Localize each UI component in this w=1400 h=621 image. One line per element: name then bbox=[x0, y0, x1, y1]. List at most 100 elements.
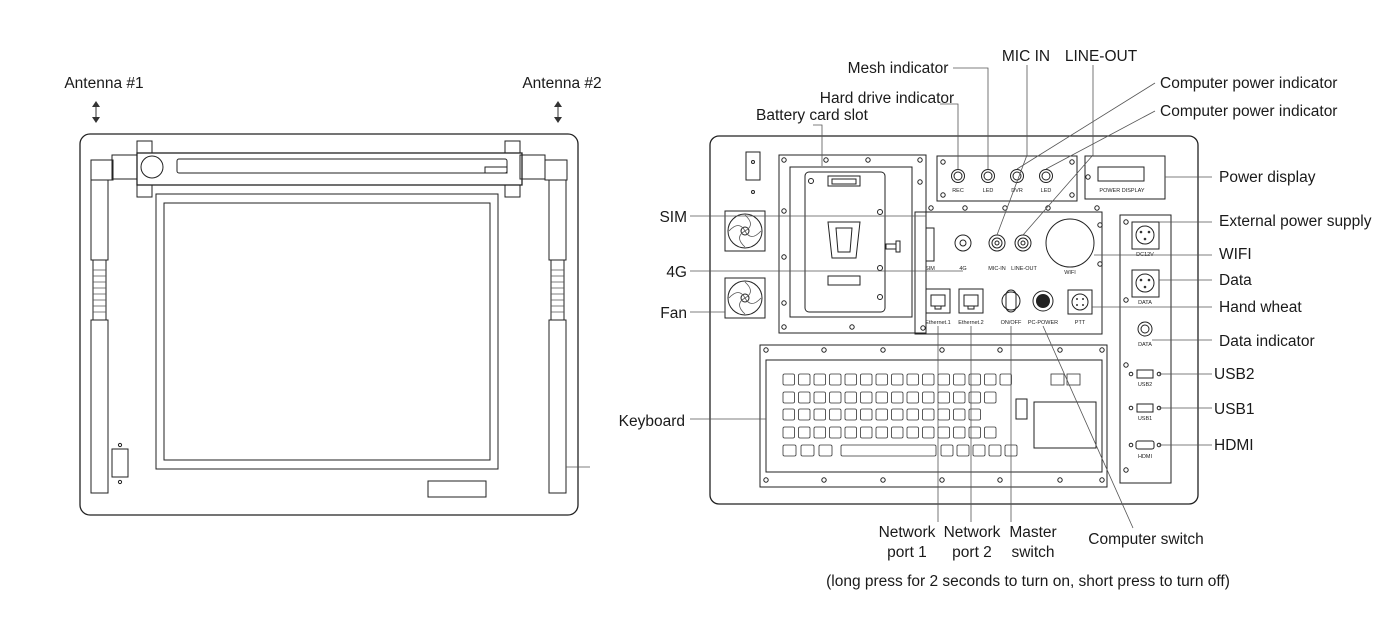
mic-in-jack bbox=[988, 234, 1006, 252]
panel-data: DATA bbox=[1138, 300, 1152, 306]
touchpad bbox=[1033, 401, 1097, 449]
screw bbox=[781, 254, 787, 260]
label-network-port-2-line1: Network bbox=[944, 524, 1001, 541]
screw bbox=[823, 157, 829, 163]
screw bbox=[939, 347, 945, 353]
antenna-2 bbox=[544, 159, 568, 494]
keyboard-key bbox=[891, 426, 904, 439]
panel-data-2: DATA bbox=[1138, 342, 1152, 348]
keyboard-key bbox=[968, 391, 981, 404]
mesh-indicator-led bbox=[981, 169, 995, 183]
label-power-note: (long press for 2 seconds to turn on, sh… bbox=[826, 573, 1230, 590]
screw bbox=[1057, 347, 1063, 353]
panel-rec: REC bbox=[952, 188, 964, 194]
keyboard-key bbox=[798, 391, 811, 404]
label-antenna-1: Antenna #1 bbox=[64, 75, 143, 92]
keyboard-key bbox=[829, 373, 842, 386]
label-battery-card-slot: Battery card slot bbox=[756, 107, 869, 124]
ethernet-port-2 bbox=[958, 288, 984, 314]
panel-line-out: LINE-OUT bbox=[1011, 266, 1037, 272]
keyboard-key bbox=[984, 391, 997, 404]
keyboard-key bbox=[891, 408, 904, 421]
screw bbox=[939, 477, 945, 483]
led-indicator bbox=[1039, 169, 1053, 183]
master-switch bbox=[1001, 289, 1021, 313]
screw bbox=[1099, 477, 1105, 483]
keyboard-key bbox=[860, 426, 873, 439]
keyboard-key bbox=[968, 426, 981, 439]
keyboard-key bbox=[937, 426, 950, 439]
indicator-panel bbox=[936, 155, 1078, 202]
screw bbox=[1094, 205, 1100, 211]
panel-usb1: USB1 bbox=[1138, 416, 1152, 422]
screw bbox=[781, 157, 787, 163]
fan-1 bbox=[724, 210, 766, 252]
power-display-panel bbox=[1084, 155, 1166, 200]
ethernet-port-1 bbox=[925, 288, 951, 314]
label-sim: SIM bbox=[659, 209, 687, 226]
ptt-connector bbox=[1067, 289, 1093, 315]
keyboard-key bbox=[953, 373, 966, 386]
screw bbox=[917, 157, 923, 163]
left-screen-bezel bbox=[155, 193, 499, 470]
label-computer-power-indicator-2: Computer power indicator bbox=[1160, 103, 1337, 120]
panel-led-1: LED bbox=[983, 188, 994, 194]
screw bbox=[1045, 205, 1051, 211]
label-mesh-indicator: Mesh indicator bbox=[848, 60, 949, 77]
screw bbox=[821, 347, 827, 353]
keyboard-key bbox=[798, 373, 811, 386]
screws bbox=[763, 157, 1129, 483]
label-wifi: WIFI bbox=[1219, 246, 1252, 263]
panel-ethernet-2: Ethernet.2 bbox=[958, 320, 983, 326]
wifi-antenna-port bbox=[1045, 218, 1095, 268]
screw bbox=[763, 347, 769, 353]
label-usb1: USB1 bbox=[1214, 401, 1255, 418]
keyboard-key bbox=[782, 408, 795, 421]
keyboard-key bbox=[844, 408, 857, 421]
panel-led-2: LED bbox=[1041, 188, 1052, 194]
keyboard-key bbox=[922, 408, 935, 421]
screw bbox=[763, 477, 769, 483]
keyboard-key bbox=[860, 373, 873, 386]
screw bbox=[865, 157, 871, 163]
antenna-2-arrow-icon bbox=[554, 101, 562, 123]
dc12v-connector bbox=[1131, 221, 1160, 250]
screw bbox=[1099, 347, 1105, 353]
screw bbox=[821, 477, 827, 483]
keyboard-panel bbox=[759, 344, 1108, 488]
keyboard-key bbox=[840, 444, 937, 457]
screw bbox=[940, 192, 946, 198]
keyboard-key bbox=[937, 408, 950, 421]
keyboard-key bbox=[953, 426, 966, 439]
keyboard-key bbox=[782, 426, 795, 439]
keyboard-key bbox=[984, 373, 997, 386]
label-fan: Fan bbox=[660, 305, 687, 322]
screw bbox=[1069, 159, 1075, 165]
panel-onoff: ON/OFF bbox=[1001, 320, 1022, 326]
keyboard-key bbox=[906, 373, 919, 386]
keyboard-key bbox=[818, 444, 833, 457]
label-computer-switch: Computer switch bbox=[1088, 531, 1203, 548]
keyboard-key bbox=[813, 408, 826, 421]
screw bbox=[962, 205, 968, 211]
screw bbox=[1097, 222, 1103, 228]
screw bbox=[997, 477, 1003, 483]
label-data: Data bbox=[1219, 272, 1252, 289]
keyboard-key bbox=[906, 426, 919, 439]
keyboard-key bbox=[953, 391, 966, 404]
keyboard bbox=[765, 359, 1103, 473]
screw bbox=[928, 205, 934, 211]
keyboard-key bbox=[782, 444, 797, 457]
label-hdmi: HDMI bbox=[1214, 437, 1254, 454]
keyboard-key bbox=[829, 391, 842, 404]
keyboard-key bbox=[891, 373, 904, 386]
pc-power-button bbox=[1032, 290, 1054, 312]
keyboard-key bbox=[875, 391, 888, 404]
label-network-port-1-line1: Network bbox=[879, 524, 936, 541]
keyboard-key bbox=[860, 391, 873, 404]
screw bbox=[880, 477, 886, 483]
panel-usb2: USB2 bbox=[1138, 382, 1152, 388]
keyboard-key bbox=[813, 426, 826, 439]
keyboard-key bbox=[844, 373, 857, 386]
keyboard-key bbox=[844, 391, 857, 404]
